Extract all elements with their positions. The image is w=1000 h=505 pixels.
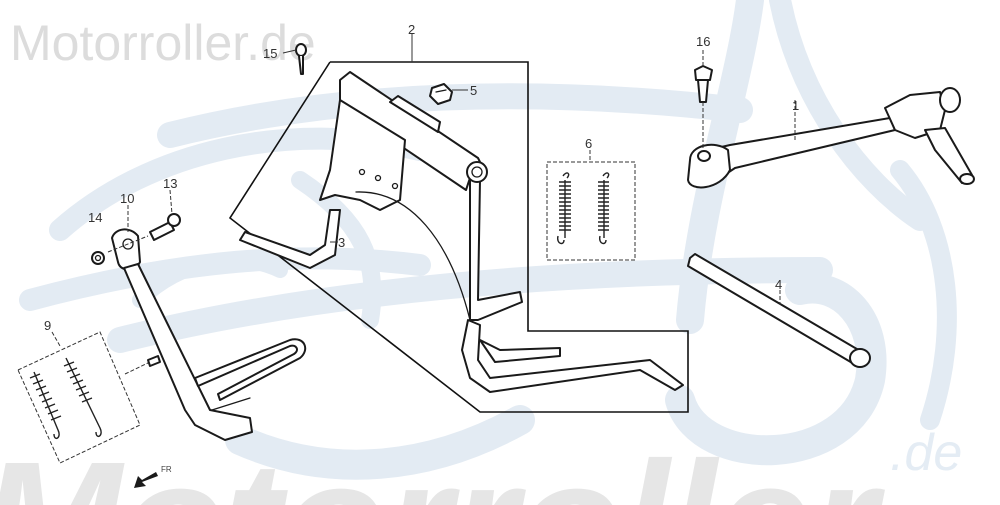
callout-2: 2 — [408, 22, 415, 37]
callout-16: 16 — [696, 34, 710, 49]
callout-1: 1 — [792, 98, 799, 113]
callout-3: 3 — [338, 235, 345, 250]
watermark-logo — [19, 0, 957, 480]
kick-arm-bolt[interactable] — [694, 65, 713, 103]
kick-starter-arm[interactable] — [687, 87, 975, 189]
nut[interactable] — [91, 251, 105, 265]
center-stand-shaft[interactable] — [687, 253, 871, 368]
callout-10: 10 — [120, 191, 134, 206]
callout-13: 13 — [163, 176, 177, 191]
callout-15: 15 — [263, 46, 277, 61]
side-stand-bolt[interactable] — [149, 213, 181, 241]
stopper-rubber[interactable] — [429, 83, 453, 105]
callout-labels: 1 2 3 4 5 6 9 10 13 14 15 16 — [44, 22, 799, 333]
callout-4: 4 — [775, 277, 782, 292]
center-stand[interactable] — [239, 71, 684, 393]
arrow-front-icon — [134, 472, 158, 488]
watermark-de-suffix: .de — [890, 424, 962, 482]
callout-leaders — [51, 34, 796, 347]
center-stand-spring-set[interactable] — [546, 161, 636, 261]
callout-14: 14 — [88, 210, 102, 225]
watermark-bottom-text: Motorroller — [0, 427, 885, 505]
watermark-top-text: Motorroller.de — [10, 15, 316, 71]
front-direction-label: FR — [161, 465, 172, 474]
callout-9: 9 — [44, 318, 51, 333]
callout-5: 5 — [470, 83, 477, 98]
side-stand[interactable] — [111, 228, 307, 441]
side-stand-spring-set[interactable] — [17, 331, 161, 464]
callout-6: 6 — [585, 136, 592, 151]
